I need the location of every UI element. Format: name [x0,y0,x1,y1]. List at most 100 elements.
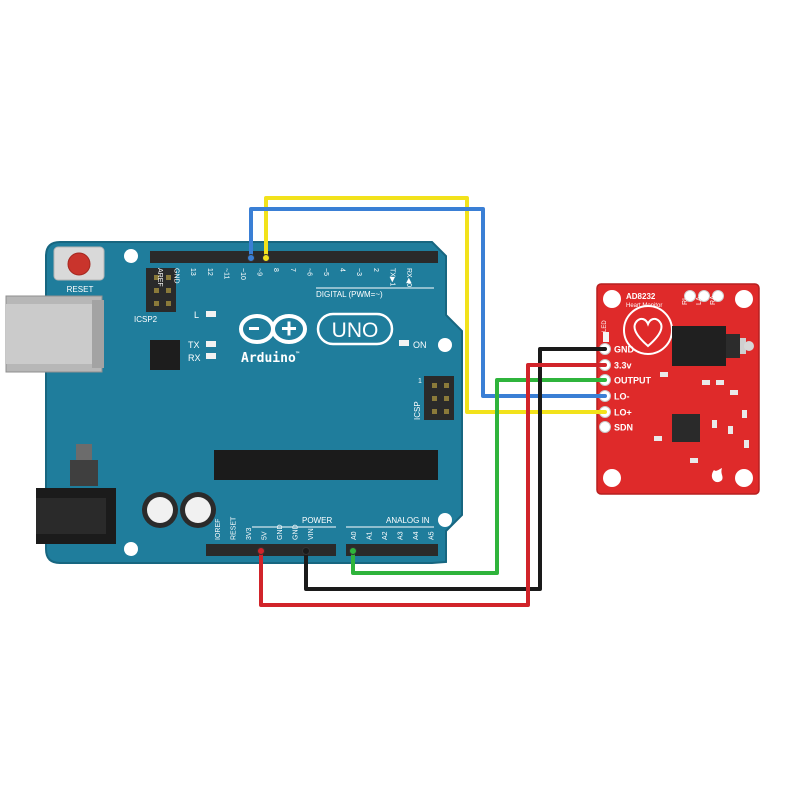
smd-component [702,380,710,385]
electrode-label: RL [682,296,689,305]
electrode-audio-jack [672,326,754,366]
digital-header [150,251,438,263]
power-pin-label: GND [277,524,284,540]
analog-pin-label: A4 [413,531,420,540]
digital-pin-label: 2 [372,268,379,272]
dc-power-jack [36,488,116,544]
power-pin-label: GND [293,524,300,540]
analog-pin-label: A0 [351,531,358,540]
analog-pin-label: A1 [367,531,374,540]
electrode-pad [698,290,710,302]
led-rx-label: RX [188,353,201,363]
sensor-pcb [596,283,760,495]
led-on-label: ON [413,340,427,350]
icsp-pin [444,409,449,414]
digital-pin-label: 7 [289,268,296,272]
digital-pin-label: ~11 [222,268,229,279]
wire-end [262,254,270,262]
analog-pin-label: A5 [429,531,436,540]
sensor-led [603,332,609,342]
ad8232-chip [672,414,700,442]
analog-header-label: ANALOG IN [386,516,430,525]
jumper-wires [249,196,607,607]
smd-component [742,410,747,418]
icsp-pin [432,383,437,388]
power-pin-label: 5V [262,531,269,540]
wire-end [247,254,255,262]
smd-component [730,390,738,395]
icsp-pin [166,275,171,280]
uno-model-text: UNO [332,319,379,342]
digital-pin-label: 4 [339,268,346,272]
arduino-uno-board: RESET [5,241,463,564]
icsp-pin [444,383,449,388]
smd-component [744,440,749,448]
wire-red-3v3-to-3v3 [259,363,607,607]
capacitor [142,492,178,528]
icsp2-label: ICSP2 [134,315,158,324]
analog-pin-label: A3 [398,531,405,540]
sensor-pin-label: GND [614,345,635,355]
digital-pin-label: AREF [156,268,163,287]
digital-pin-label: 13 [189,268,196,276]
usb-interface-chip [150,340,180,370]
digital-pin-label: ~3 [355,268,362,276]
electrode-pad [712,290,724,302]
icsp-pin [432,396,437,401]
sensor-chip-name: AD8232 [626,292,656,301]
digital-pin-label: ~6 [305,268,312,276]
icsp-pin [444,396,449,401]
sensor-pin-label: LO- [614,392,630,402]
power-pin-label: VIN [308,528,315,540]
mounting-hole [438,513,452,527]
icsp-pin1-label: 1 [418,378,422,385]
wire-end [257,547,265,555]
wire-black-gnd-to-gnd [304,347,607,591]
power-pin-label: IOREF [215,519,222,540]
usb-connector [5,295,104,373]
electrode-label: RA [710,295,717,305]
digital-header-label: DIGITAL (PWM=~) [316,290,383,299]
icsp2-header [146,268,176,312]
smd-component [728,426,733,434]
arduino-pcb [45,241,463,564]
led-l [206,311,216,317]
mounting-hole [603,469,621,487]
digital-pin-label: GND [173,268,180,284]
led-rx [206,353,216,359]
digital-pin-label: 12 [206,268,213,276]
led-on [399,340,409,346]
power-pin-label: 3V3 [246,527,253,540]
icsp-label: ICSP [413,401,422,420]
reset-button[interactable] [53,246,105,281]
led-tx-label: TX [188,340,200,350]
capacitor [180,492,216,528]
icsp-pin [166,288,171,293]
smd-component [712,420,717,428]
mounting-hole [124,542,138,556]
smd-component [690,458,698,463]
mounting-hole [603,290,621,308]
electrode-label: LA [696,296,703,305]
sensor-pin-label: LO+ [614,408,632,418]
mounting-hole [735,469,753,487]
arduino-infinity-logo [239,314,307,344]
sensor-pin [599,421,611,433]
digital-pin-label: 8 [272,268,279,272]
icsp-header [424,376,454,420]
smd-component [654,436,662,441]
smd-component [660,372,668,377]
led-tx [206,341,216,347]
mounting-hole [735,290,753,308]
voltage-regulator [70,444,98,486]
wire-green-output-to-a0 [351,378,607,575]
icsp-pin [154,275,159,280]
digital-pin-label: TX▶1 [388,268,395,286]
wire-end [302,547,310,555]
wire-yellow-lo-plus-to-d10 [264,196,607,414]
